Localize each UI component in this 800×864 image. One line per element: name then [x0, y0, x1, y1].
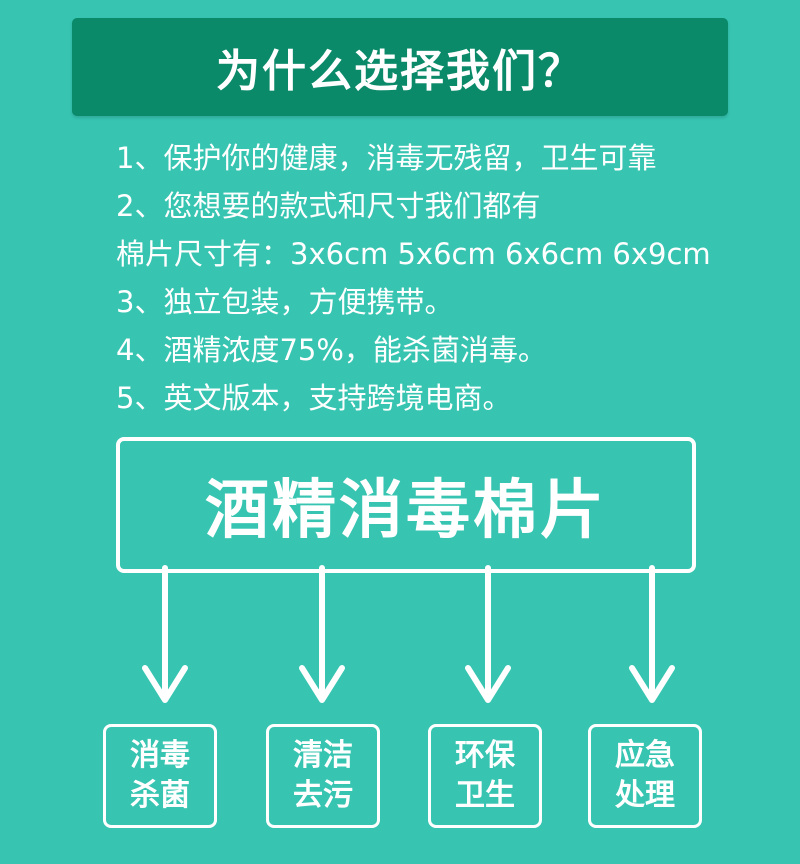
benefit-box-eco: 环保 卫生	[428, 724, 542, 828]
benefit-label: 杀菌	[130, 778, 190, 813]
arrow-down-icon	[299, 565, 345, 703]
benefit-box-emergency: 应急 处理	[588, 724, 702, 828]
arrow-down-icon	[465, 565, 511, 703]
benefit-label: 消毒	[130, 738, 190, 773]
benefit-label: 环保	[455, 738, 515, 773]
header-title: 为什么选择我们？	[216, 46, 584, 97]
feature-item: 4、酒精浓度75%，能杀菌消毒。	[116, 333, 547, 367]
product-box: 酒精消毒棉片	[116, 437, 696, 573]
benefit-label: 处理	[615, 778, 675, 813]
product-title: 酒精消毒棉片	[205, 474, 607, 548]
feature-item: 1、保护你的健康，消毒无残留，卫生可靠	[116, 141, 657, 175]
feature-item: 3、独立包装，方便携带。	[116, 285, 454, 319]
feature-item: 棉片尺寸有：3x6cm 5x6cm 6x6cm 6x9cm	[116, 237, 711, 271]
feature-list: 1、保护你的健康，消毒无残留，卫生可靠 2、您想要的款式和尺寸我们都有 棉片尺寸…	[116, 134, 796, 422]
benefit-label: 卫生	[455, 778, 515, 813]
feature-item: 2、您想要的款式和尺寸我们都有	[116, 189, 541, 223]
benefit-box-clean: 清洁 去污	[266, 724, 380, 828]
benefit-label: 应急	[615, 738, 675, 773]
arrow-down-icon	[142, 565, 188, 703]
benefit-label: 清洁	[293, 738, 353, 773]
feature-item: 5、英文版本，支持跨境电商。	[116, 381, 512, 415]
benefit-box-disinfect: 消毒 杀菌	[103, 724, 217, 828]
benefit-label: 去污	[293, 778, 353, 813]
header-banner: 为什么选择我们？	[72, 18, 728, 116]
arrow-down-icon	[629, 565, 675, 703]
